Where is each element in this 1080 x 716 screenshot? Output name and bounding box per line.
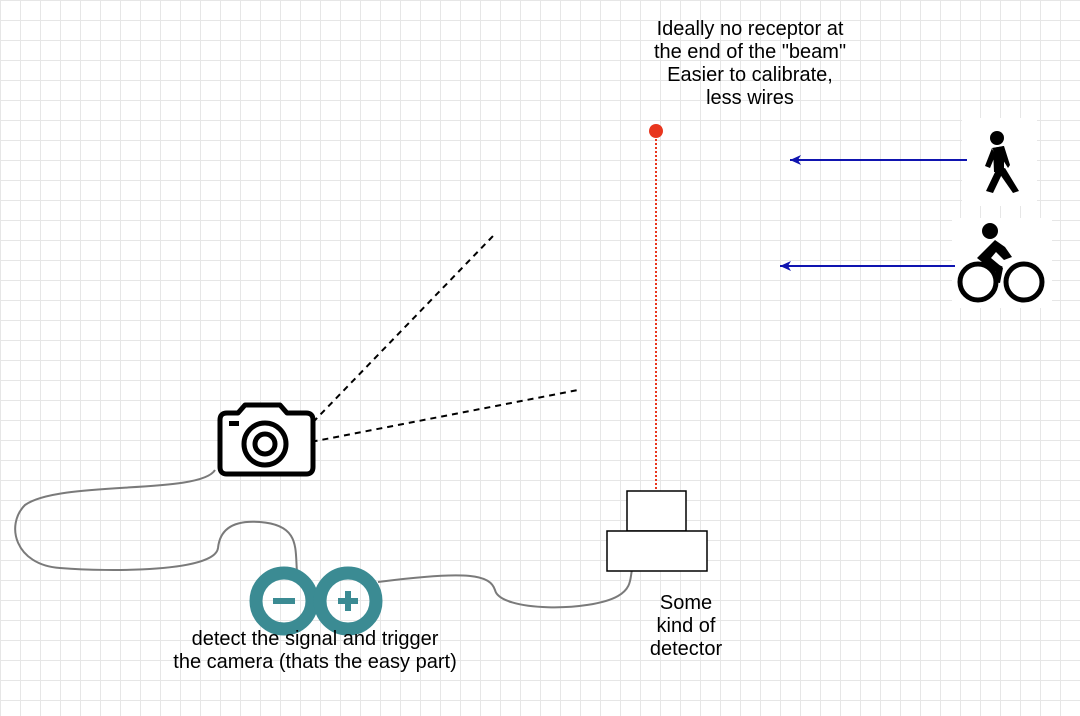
walking-person-icon (985, 131, 1019, 193)
camera-fov-lower-line (289, 389, 579, 447)
detector-label-line-3: detector (649, 638, 723, 660)
camera-fov-upper-line (289, 235, 494, 447)
detector-box-icon (606, 490, 708, 572)
beam-note-line-2: the end of the "beam" (653, 41, 847, 63)
detector-label: Some kind of detector (630, 592, 742, 661)
arduino-label: detect the signal and trigger the camera… (110, 628, 520, 674)
beam-note-line-1: Ideally no receptor at (656, 18, 844, 40)
detector-label-line-1: Some (659, 592, 713, 614)
arduino-label-line-1: detect the signal and trigger (191, 628, 439, 650)
beam-end-dot (649, 124, 663, 138)
arduino-logo-icon (249, 566, 383, 636)
cyclist-icon (957, 223, 1045, 303)
wire-arduino-to-detector (377, 569, 633, 609)
beam-note-line-4: less wires (706, 87, 794, 109)
wire-camera-to-arduino (14, 469, 298, 573)
detector-label-line-2: kind of (656, 615, 716, 637)
arduino-label-line-2: the camera (thats the easy part) (173, 651, 457, 673)
camera-icon (217, 402, 316, 477)
beam-note-label: Ideally no receptor at the end of the "b… (590, 18, 910, 110)
beam-note-line-3: Easier to calibrate, (667, 64, 833, 86)
